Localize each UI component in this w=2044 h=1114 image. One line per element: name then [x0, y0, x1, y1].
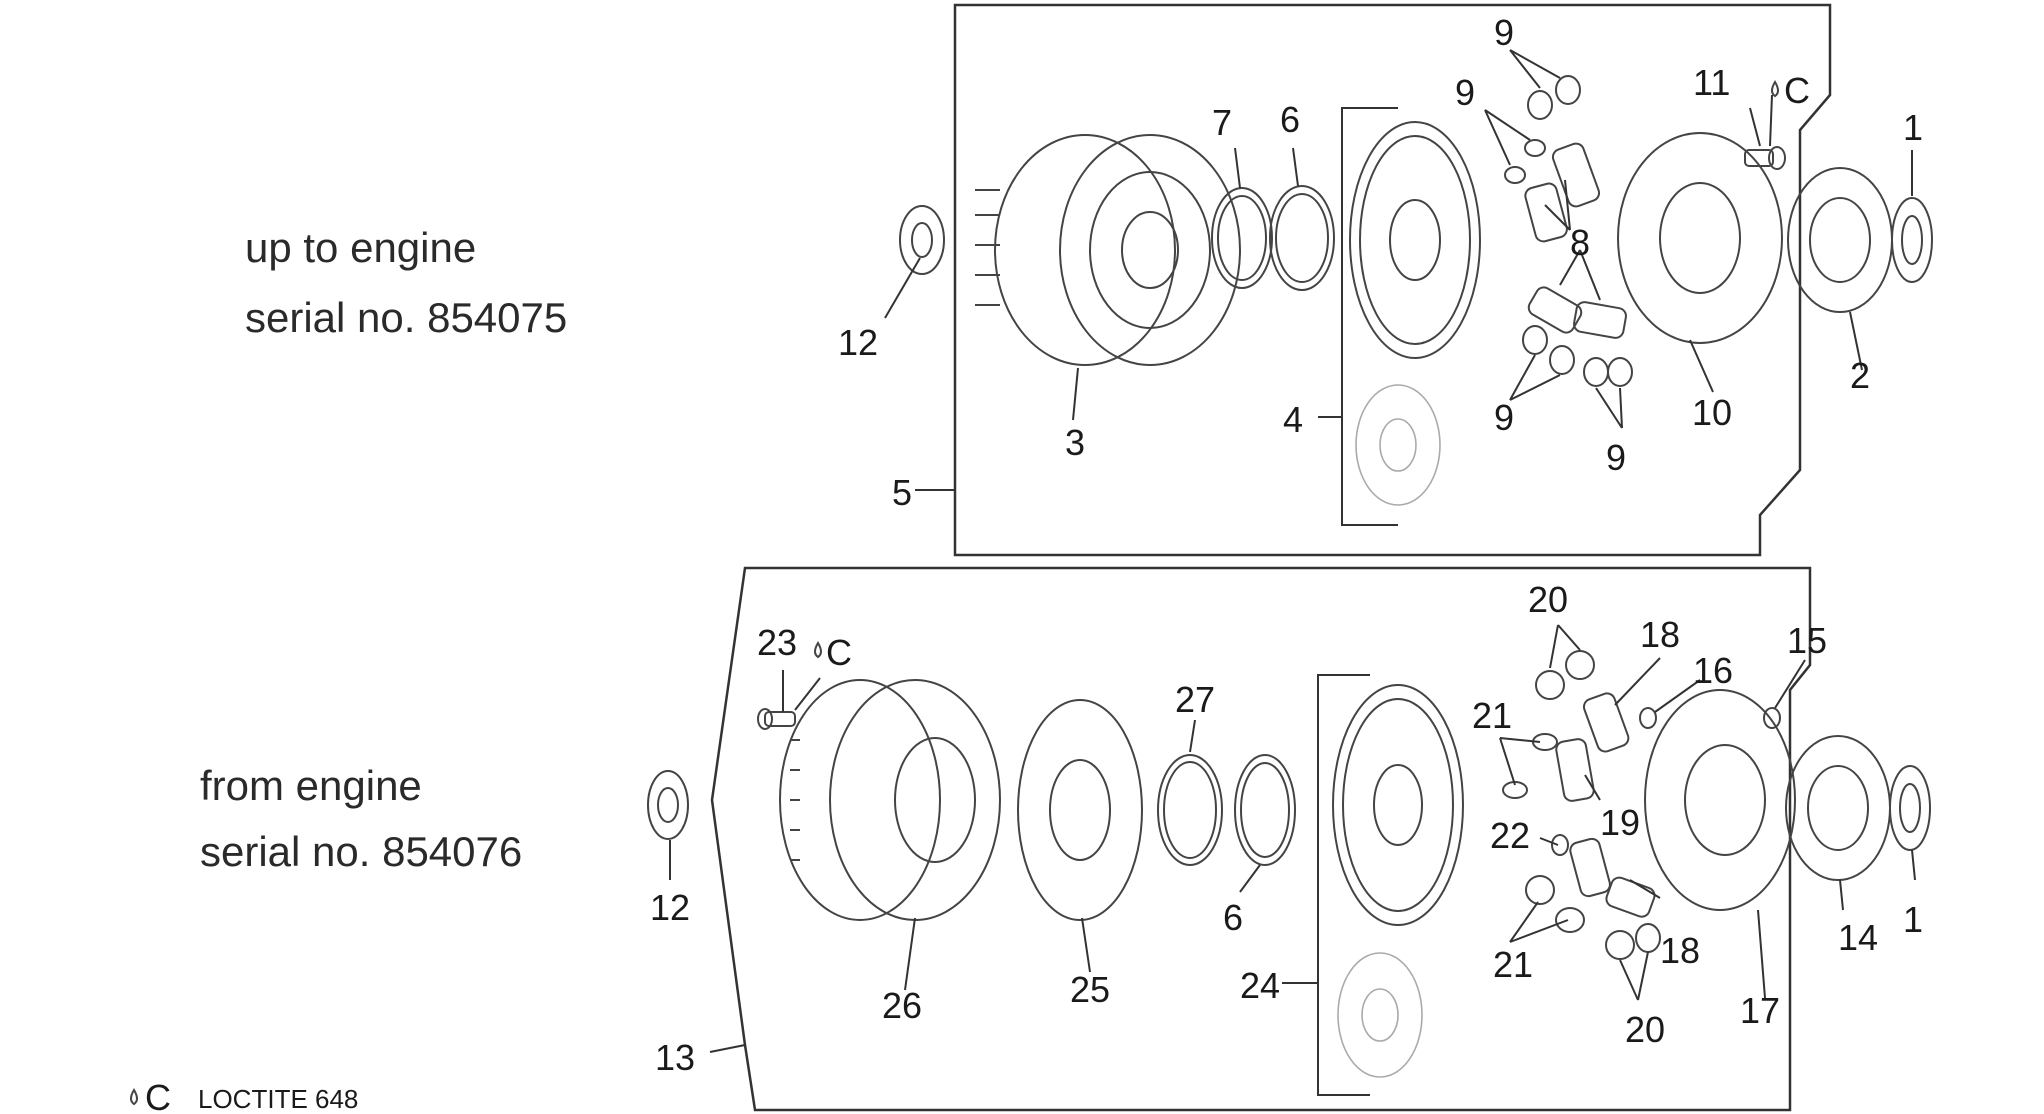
upper-caption-line1: up to engine [245, 224, 476, 271]
callout-9-top: 9 [1494, 12, 1514, 53]
callout-12-lower: 12 [650, 887, 690, 928]
part-18-19-springs [1555, 692, 1656, 918]
lower-caption-line1: from engine [200, 762, 422, 809]
callout-27: 27 [1175, 679, 1215, 720]
part-14-gear [1785, 735, 1891, 881]
callout-17: 17 [1740, 990, 1780, 1031]
part-23-screw [757, 708, 796, 730]
upper-caption-line2: serial no. 854075 [245, 294, 567, 341]
upper-panel: up to engine serial no. 854075 [245, 3, 1933, 557]
part-9-pins [1504, 75, 1633, 387]
part-27-ring [1157, 754, 1223, 866]
lower-panel: from engine serial no. 854076 [200, 566, 1931, 1112]
part-27-ring-inner [1163, 761, 1217, 859]
callout-21-bottom: 21 [1493, 944, 1533, 985]
upper-callouts: 12 3 7 6 4 5 9 9 8 9 9 10 11 C 2 1 [838, 12, 1923, 513]
part-6-ring [1269, 185, 1335, 291]
callout-9-left: 9 [1455, 72, 1475, 113]
legend-symbol: C [145, 1077, 171, 1114]
part-2-gear [1787, 167, 1893, 313]
part-15-nut [1763, 707, 1781, 729]
part-6-ring-lower-inner [1240, 762, 1290, 858]
part-16-nut [1639, 707, 1657, 729]
loctite-drop-icon-lower [814, 641, 822, 659]
callout-23: 23 [757, 622, 797, 663]
part-24-gear-assembly [1317, 674, 1464, 1096]
callout-21-top: 21 [1472, 695, 1512, 736]
callout-23-loctite: C [826, 632, 852, 673]
part-8-springs [1524, 142, 1627, 339]
lower-leader-lines [669, 624, 1916, 1053]
callout-11: 11 [1693, 62, 1730, 103]
part-17-pressure-plate [1644, 689, 1796, 911]
callout-2: 2 [1850, 355, 1870, 396]
part-6-ring-inner [1275, 193, 1329, 283]
callout-18-bottom: 18 [1660, 930, 1700, 971]
callout-20-top: 20 [1528, 579, 1568, 620]
callout-14: 14 [1838, 917, 1878, 958]
callout-12-upper: 12 [838, 322, 878, 363]
callout-18-top: 18 [1640, 614, 1680, 655]
part-12-nut-lower [647, 770, 689, 840]
upper-leader-lines [884, 49, 1913, 491]
callout-20-bottom: 20 [1625, 1009, 1665, 1050]
callout-24: 24 [1240, 965, 1280, 1006]
part-25-plate [1017, 699, 1143, 921]
legend-text: LOCTITE 648 [198, 1084, 358, 1114]
callout-15: 15 [1787, 620, 1827, 661]
callout-22: 22 [1490, 815, 1530, 856]
part-12-nut-upper [899, 205, 945, 275]
part-26-clutch-housing [779, 679, 1001, 921]
lower-caption-line2: serial no. 854076 [200, 828, 522, 875]
callout-3: 3 [1065, 422, 1085, 463]
part-7-ring-inner [1217, 195, 1267, 281]
callout-16: 16 [1693, 650, 1733, 691]
part-20-21-22-pins [1502, 650, 1661, 960]
part-3-clutch-housing [975, 134, 1241, 366]
callout-4: 4 [1283, 399, 1303, 440]
legend: C LOCTITE 648 [130, 1077, 358, 1114]
loctite-drop-icon-upper [1771, 80, 1779, 98]
callout-1-upper: 1 [1903, 107, 1923, 148]
part-7-ring [1211, 187, 1273, 289]
loctite-drop-icon-legend [130, 1088, 138, 1106]
lower-callouts: 12 13 23 C 26 25 27 6 24 20 18 16 15 21 … [650, 579, 1923, 1078]
part-10-pressure-plate [1617, 132, 1783, 344]
callout-7: 7 [1212, 102, 1232, 143]
callout-25: 25 [1070, 969, 1110, 1010]
part-1-washer-lower [1889, 765, 1931, 851]
part-11-screw [1744, 146, 1786, 170]
callout-5: 5 [892, 472, 912, 513]
callout-9-bottom-right: 9 [1606, 437, 1626, 478]
callout-6-upper: 6 [1280, 99, 1300, 140]
callout-19: 19 [1600, 802, 1640, 843]
callout-11-loctite: C [1784, 70, 1810, 111]
callout-26: 26 [882, 985, 922, 1026]
callout-10: 10 [1692, 392, 1732, 433]
callout-13: 13 [655, 1037, 695, 1078]
part-4-gear-assembly [1341, 107, 1481, 526]
callout-8: 8 [1570, 222, 1590, 263]
callout-9-bottom-left: 9 [1494, 397, 1514, 438]
part-6-ring-lower [1234, 754, 1296, 866]
upper-panel-frame [953, 3, 1832, 557]
lower-panel-frame [710, 566, 1812, 1112]
part-1-washer-upper [1891, 197, 1933, 283]
callout-6-lower: 6 [1223, 897, 1243, 938]
callout-1-lower: 1 [1903, 899, 1923, 940]
